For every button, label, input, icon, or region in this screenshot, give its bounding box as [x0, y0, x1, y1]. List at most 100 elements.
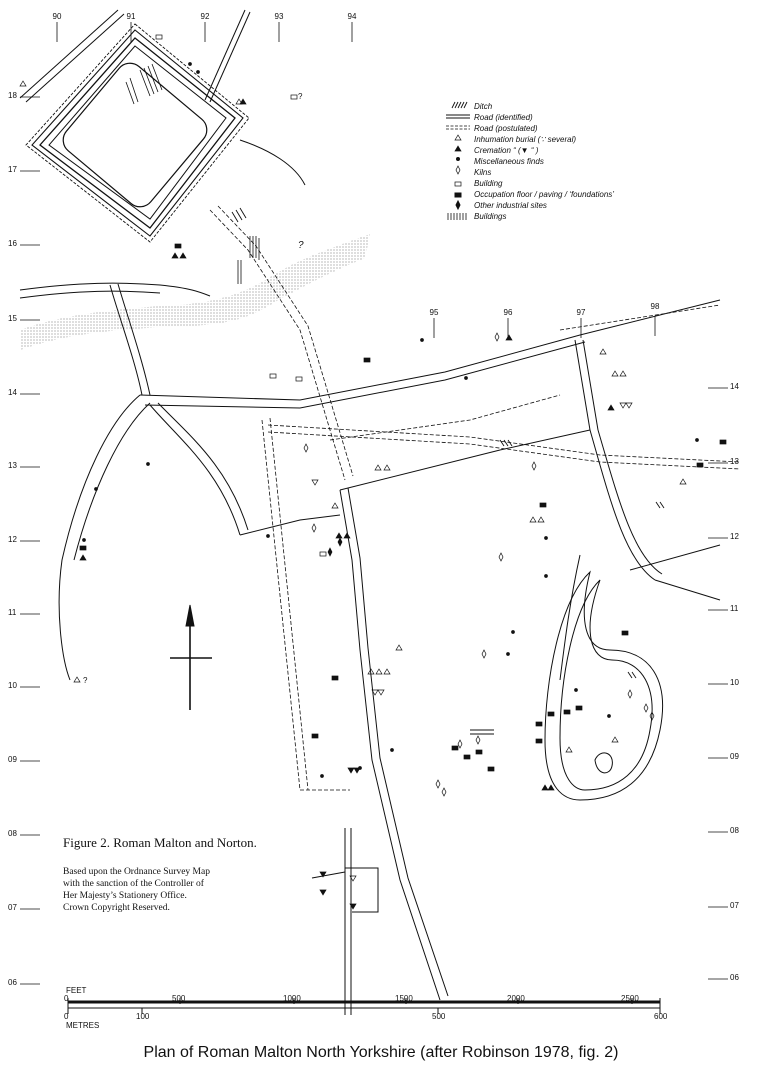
grid-label-left-17: 17	[8, 165, 17, 174]
legend-row-road-postulated: Road (postulated)	[440, 123, 660, 134]
legend-row-misc: Miscellaneous finds	[440, 156, 660, 167]
fort-buildings-hatch	[125, 63, 163, 105]
scale-metres-tick: 600	[654, 1012, 668, 1021]
grid-label-90: 90	[52, 12, 62, 21]
legend-label: Miscellaneous finds	[474, 157, 544, 166]
legend-label: Occupation floor / paving / ‘foundations…	[474, 190, 615, 199]
grid-label-right-09: 09	[730, 752, 739, 761]
grid-label-left-14: 14	[8, 388, 17, 397]
legend-row-road-identified: Road (identified)	[440, 112, 660, 123]
legend-row-industrial: Other industrial sites	[440, 200, 660, 211]
map-legend: Ditch Road (identified) Road (postulated…	[440, 101, 660, 222]
scale-feet-tick: 2000	[507, 994, 525, 1003]
grid-label-left-15: 15	[8, 314, 17, 323]
river-derwent	[20, 234, 370, 350]
legend-road-identified-symbol	[446, 114, 470, 119]
legend-label: Inhumation burial (∵ several)	[474, 135, 577, 144]
legend-buildings-hatch-symbol	[447, 213, 467, 220]
north-arrow	[170, 604, 212, 710]
figure-note-line: with the sanction of the Controller of	[63, 879, 204, 889]
grid-label-94: 94	[347, 12, 357, 21]
legend-label: Cremation “ (▼ “ )	[474, 146, 539, 155]
grid-label-left-10: 10	[8, 681, 17, 690]
grid-label-right-08: 08	[730, 826, 739, 835]
image-caption: Plan of Roman Malton North Yorkshire (af…	[143, 1044, 619, 1061]
grid-label-right-06: 06	[730, 973, 739, 982]
legend-label: Kilns	[474, 168, 492, 177]
grid-label-left-12: 12	[8, 535, 17, 544]
legend-symbols	[446, 101, 470, 220]
fort-ditches	[25, 23, 250, 243]
grid-label-left-16: 16	[8, 239, 17, 248]
grid-label-left-18: 18	[8, 91, 17, 100]
grid-label-right-10: 10	[730, 678, 739, 687]
roads-postulated	[209, 205, 741, 791]
figure-note-line: Based upon the Ordnance Survey Map	[63, 867, 210, 877]
scale-feet-tick: 1500	[395, 994, 413, 1003]
legend-label: Buildings	[474, 212, 507, 221]
legend-label: Other industrial sites	[474, 201, 547, 210]
legend-misc-symbol	[456, 157, 460, 161]
legend-row-kilns: Kilns	[440, 167, 660, 178]
legend-label: Road (identified)	[474, 113, 533, 122]
legend-ditch-symbol	[451, 101, 468, 109]
grid-label-93: 93	[274, 12, 284, 21]
legend-inhumation-symbol	[454, 134, 462, 141]
scale-metres-tick: 100	[136, 1012, 150, 1021]
grid-label-left-09: 09	[8, 755, 17, 764]
scale-feet-tick: 0	[64, 994, 69, 1003]
scale-feet-tick: 1000	[283, 994, 301, 1003]
legend-row-building: Building	[440, 178, 660, 189]
legend-row-inhumation: Inhumation burial (∵ several)	[440, 134, 660, 145]
grid-label-right-07: 07	[730, 901, 739, 910]
scale-metres-tick: 0	[64, 1012, 69, 1021]
scale-bar	[67, 998, 661, 1014]
annotation-road-query: ?	[298, 240, 304, 251]
find-symbols	[19, 34, 727, 910]
grid-label-left-13: 13	[8, 461, 17, 470]
legend-kiln-symbol	[455, 165, 461, 175]
legend-row-ditch: Ditch	[440, 101, 660, 112]
legend-row-buildings: Buildings	[440, 211, 660, 222]
legend-industrial-symbol	[455, 199, 461, 211]
grid-label-97: 97	[576, 308, 586, 317]
buildings-vertical-hatch	[237, 236, 260, 284]
legend-cremation-symbol	[454, 145, 462, 152]
legend-label: Road (postulated)	[474, 124, 538, 133]
grid-label-left-08: 08	[8, 829, 17, 838]
grid-label-98: 98	[650, 302, 660, 311]
grid-label-96: 96	[503, 308, 513, 317]
grid-label-right-11: 11	[730, 604, 739, 613]
scale-metres-label: METRES	[66, 1021, 100, 1030]
legend-row-occupation: Occupation floor / paving / ‘foundations…	[440, 189, 660, 200]
legend-building-symbol	[454, 181, 462, 187]
grid-label-92: 92	[200, 12, 210, 21]
legend-label: Ditch	[474, 102, 493, 111]
figure-note-line: Her Majesty’s Stationery Office.	[63, 891, 187, 901]
bridge-lines	[470, 729, 494, 735]
legend-row-cremation: Cremation “ (▼ “ )	[440, 145, 660, 156]
grid-label-left-11: 11	[8, 608, 17, 617]
figure-title: Figure 2. Roman Malton and Norton.	[63, 835, 257, 850]
scale-metres-tick: 500	[432, 1012, 446, 1021]
grid-label-right-13: 13	[730, 457, 739, 466]
scale-feet-label: FEET	[66, 986, 87, 995]
legend-label: Building	[474, 179, 503, 188]
roads-identified	[19, 9, 721, 1015]
annotation-cremation-query: ?	[83, 676, 88, 685]
grid-label-91: 91	[126, 12, 136, 21]
grid-label-right-14: 14	[730, 382, 739, 391]
scale-feet-tick: 2500	[621, 994, 639, 1003]
figure-note: Based upon the Ordnance Survey Map with …	[63, 866, 210, 914]
figure-note-line: Crown Copyright Reserved.	[63, 903, 170, 913]
grid-label-left-06: 06	[8, 978, 17, 987]
grid-label-left-07: 07	[8, 903, 17, 912]
grid-ticks	[20, 22, 728, 985]
annotation-building-query: ?	[298, 92, 303, 101]
fort-rampart	[62, 62, 208, 208]
grid-label-95: 95	[429, 308, 439, 317]
legend-occupation-symbol	[454, 192, 462, 198]
ditch-marks	[231, 207, 665, 679]
grid-label-right-12: 12	[730, 532, 739, 541]
